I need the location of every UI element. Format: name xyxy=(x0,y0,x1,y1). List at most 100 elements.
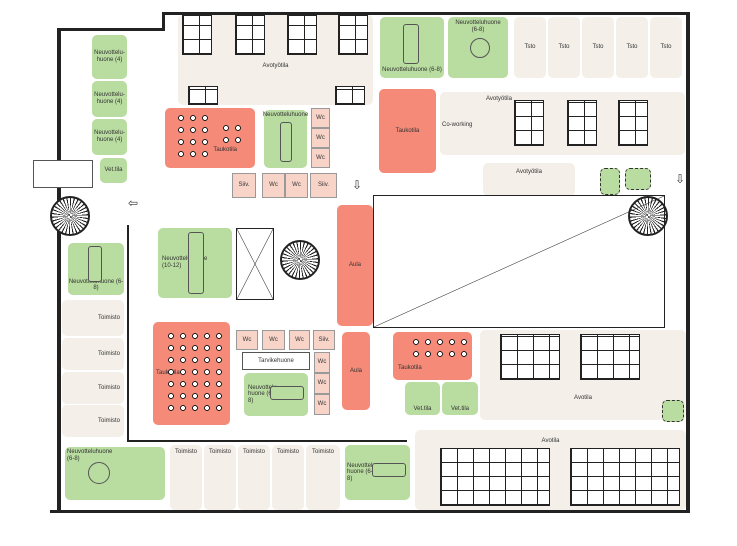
room-label: Wc xyxy=(316,134,325,141)
room-label: Aula xyxy=(348,262,361,269)
wc-2[interactable]: Wc xyxy=(311,128,330,148)
room-label: Siiv. xyxy=(238,182,250,189)
vet-tila-small-2[interactable] xyxy=(625,168,651,190)
office-tsto-3[interactable]: Tsto xyxy=(582,17,614,78)
room-label: Tsto xyxy=(558,44,570,51)
wc-10[interactable]: Wc xyxy=(314,373,330,394)
wc-11[interactable]: Wc xyxy=(314,394,330,415)
office-toimisto-1[interactable]: Toimisto xyxy=(62,300,124,336)
wall-top xyxy=(162,12,690,15)
room-label: Toimisto xyxy=(97,314,120,321)
meeting-room-4-c[interactable]: Neuvottelu-huone (4) xyxy=(92,119,127,155)
office-tsto-1[interactable]: Tsto xyxy=(514,17,546,78)
open-workspace-right[interactable]: Avotyötila xyxy=(440,92,685,155)
wc-9[interactable]: Wc xyxy=(314,352,330,373)
meeting-table xyxy=(403,24,419,64)
desk-cluster xyxy=(338,15,368,55)
meeting-room-4-a[interactable]: Neuvottelu-huone (4) xyxy=(92,35,127,79)
open-workspace-small[interactable]: Avotyötila xyxy=(483,163,575,196)
wc-4[interactable]: Wc xyxy=(262,173,285,198)
room-label: Toimisto xyxy=(276,449,299,455)
wall-bottom xyxy=(50,510,690,513)
room-label: Siiv. xyxy=(318,336,330,343)
vet-tila-1[interactable]: Vet.tila xyxy=(405,382,440,415)
room-label: Neuvottelu-huone (6-8) xyxy=(347,462,378,482)
meeting-table xyxy=(88,246,102,282)
room-label: Avotila xyxy=(541,438,560,444)
meeting-room-6-8-bottom-left[interactable]: Neuvotteluhuone (6-8) xyxy=(65,447,165,500)
room-label: Taukotila xyxy=(213,147,237,154)
office-tsto-4[interactable]: Tsto xyxy=(616,17,648,78)
office-toimisto-9[interactable]: Toimisto xyxy=(306,445,340,510)
desk-cluster xyxy=(188,86,218,105)
vet-tila-top[interactable]: Vet.tila xyxy=(100,158,127,183)
office-toimisto-2[interactable]: Toimisto xyxy=(62,338,124,370)
wc-3[interactable]: Wc xyxy=(311,148,330,168)
room-label: Avotyötila xyxy=(262,63,289,70)
room-label: Neuvotteluhuone (6-8) xyxy=(67,449,113,462)
arrow-down-icon: ⇩ xyxy=(352,178,363,192)
desk-cluster xyxy=(235,15,265,55)
spiral-staircase xyxy=(280,240,320,280)
lobby-aula-top[interactable]: Aula xyxy=(337,205,373,326)
office-toimisto-3[interactable]: Toimisto xyxy=(62,372,124,404)
office-tsto-5[interactable]: Tsto xyxy=(650,17,682,78)
meeting-table xyxy=(280,122,292,162)
desk-cluster xyxy=(287,15,317,55)
room-label: Wc xyxy=(316,154,325,161)
room-label: Vet.tila xyxy=(413,406,432,413)
room-label: Toimisto xyxy=(97,350,120,357)
cleaning-room-2[interactable]: Siiv. xyxy=(310,173,337,198)
room-label: Neuvottelu-huone (4) xyxy=(94,92,125,105)
table-chairs xyxy=(165,330,225,414)
room-label: Wc xyxy=(269,182,278,189)
wall-left xyxy=(57,28,61,512)
meeting-room-4-b[interactable]: Neuvottelu-huone (4) xyxy=(92,81,127,117)
corridor-wall xyxy=(127,225,129,440)
room-label: Tsto xyxy=(592,44,604,51)
office-toimisto-6[interactable]: Toimisto xyxy=(204,445,236,510)
office-toimisto-5[interactable]: Toimisto xyxy=(170,445,202,510)
office-toimisto-7[interactable]: Toimisto xyxy=(238,445,270,510)
elevator-shaft xyxy=(236,228,274,300)
room-label: Toimisto xyxy=(97,384,120,391)
room-label: Avotyötila xyxy=(486,96,512,102)
room-label: Neuvottelu-huone (4) xyxy=(94,50,125,63)
storage-tarvikehuone[interactable]: Tarvikehuone xyxy=(242,352,310,370)
lobby-aula-bottom[interactable]: Aula xyxy=(342,332,370,410)
cleaning-room-3[interactable]: Siiv. xyxy=(313,330,335,350)
room-label: Wc xyxy=(316,114,325,121)
cleaning-room-1[interactable]: Siiv. xyxy=(232,173,256,198)
room-label: Toimisto xyxy=(242,449,265,455)
spiral-staircase xyxy=(50,196,90,236)
break-room-top-right[interactable]: Taukotila xyxy=(379,89,436,173)
room-label: Toimisto xyxy=(208,449,231,455)
round-table xyxy=(88,462,110,484)
wc-6[interactable]: Wc xyxy=(236,330,258,350)
desk-cluster xyxy=(567,100,597,146)
office-tsto-2[interactable]: Tsto xyxy=(548,17,580,78)
room-label: Taukotila xyxy=(395,127,420,134)
desk-cluster xyxy=(500,334,560,380)
wc-7[interactable]: Wc xyxy=(262,330,285,350)
entrance-box xyxy=(33,160,93,188)
office-toimisto-8[interactable]: Toimisto xyxy=(272,445,304,510)
wc-8[interactable]: Wc xyxy=(289,330,310,350)
room-label: Neuvotteluhuone (6-8) xyxy=(455,20,501,33)
desk-cluster xyxy=(618,100,648,146)
vet-tila-small-3[interactable] xyxy=(662,400,684,422)
room-label: Aula xyxy=(349,367,362,374)
wc-1[interactable]: Wc xyxy=(311,108,330,128)
office-toimisto-4[interactable]: Toimisto xyxy=(62,405,124,437)
arrow-left-icon: ⇦ xyxy=(128,196,139,210)
room-label: Wc xyxy=(269,336,278,343)
table-chairs xyxy=(410,336,470,360)
round-table xyxy=(470,38,490,58)
room-label: Neuvotteluhuone (6-8) xyxy=(382,67,442,74)
room-label: Wc xyxy=(317,359,327,366)
vet-tila-small-1[interactable] xyxy=(600,168,620,195)
wc-5[interactable]: Wc xyxy=(285,173,308,198)
vet-tila-2[interactable]: Vet.tila xyxy=(442,382,478,415)
room-label: Tarvikehuone xyxy=(258,357,294,364)
